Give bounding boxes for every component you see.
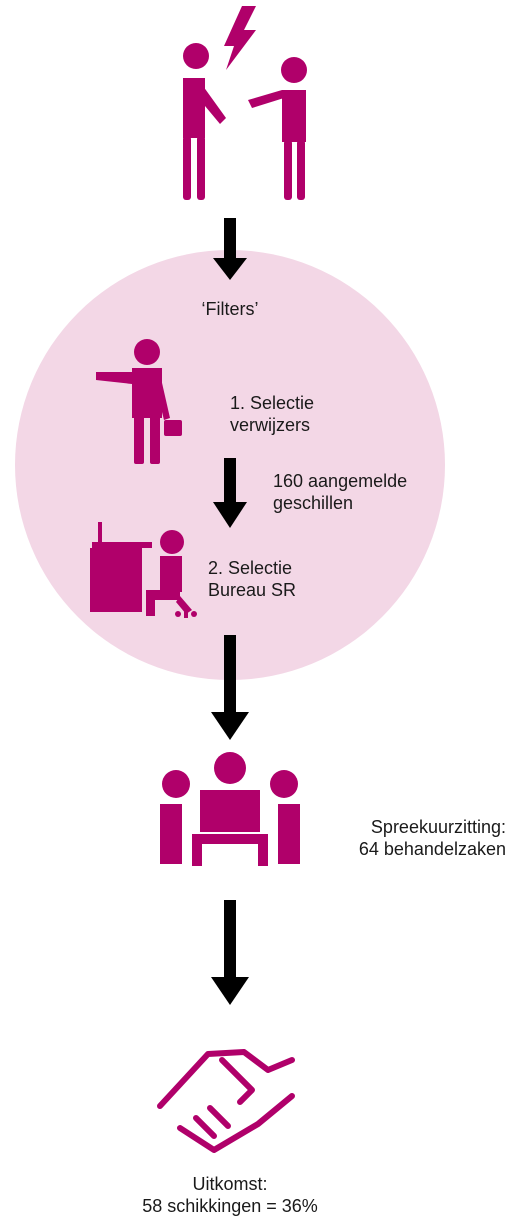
count-line2: geschillen [273, 493, 354, 513]
two-people-arguing-lightning-icon [183, 6, 307, 200]
hearing-line1: Spreekuurzitting: [370, 817, 506, 837]
person-at-computer-desk-icon [90, 522, 197, 618]
step2-line1: 2. Selectie [208, 558, 293, 578]
outcome-line1: Uitkomst: [192, 1174, 268, 1194]
businessman-pointing-briefcase-icon [96, 339, 182, 464]
arrow-selection-step [213, 458, 247, 528]
step1-line1: 1. Selectie [230, 393, 315, 413]
count-line1: 160 aangemelde [273, 471, 408, 491]
arrow-conflict-to-filters [213, 218, 247, 280]
handshake-icon [157, 1049, 295, 1153]
step2-line2: Bureau SR [208, 580, 297, 600]
outcome-line2: 58 schikkingen = 36% [142, 1196, 318, 1216]
step1-line2: verwijzers [230, 415, 311, 435]
arrow-filters-to-hearing [211, 635, 249, 740]
hearing-line2: 64 behandelzaken [358, 839, 506, 859]
filters-label: ‘Filters’ [201, 299, 259, 319]
three-people-meeting-icon [160, 752, 300, 866]
arrow-hearing-to-outcome [211, 900, 249, 1005]
